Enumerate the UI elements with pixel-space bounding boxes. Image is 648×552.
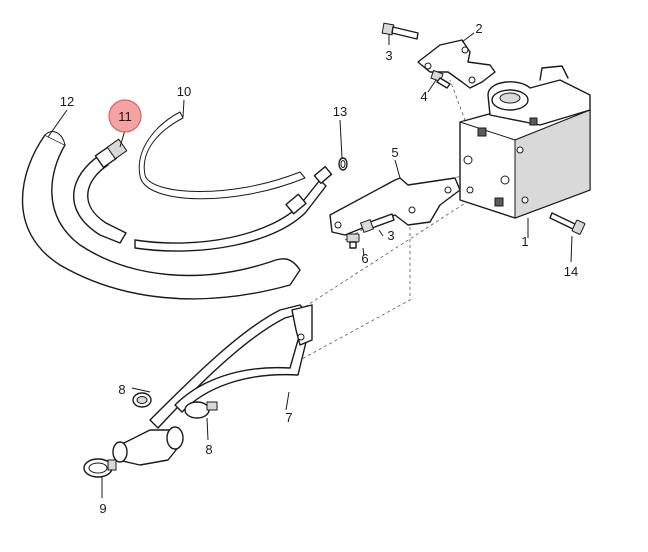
tube-part-10[interactable]	[138, 111, 306, 200]
callout-1[interactable]: 1	[521, 234, 528, 249]
highlight-circle	[108, 99, 142, 133]
hose-fitting	[94, 138, 128, 169]
upper-bracket-part-2[interactable]	[417, 39, 496, 89]
callout-13[interactable]: 13	[333, 104, 347, 119]
callout-4[interactable]: 4	[420, 89, 427, 104]
clamp-part-8-lower[interactable]	[184, 401, 218, 419]
callout-6[interactable]: 6	[361, 251, 368, 266]
large-hose-part-12[interactable]	[21, 131, 301, 300]
bolt-part-3-upper[interactable]	[381, 22, 419, 40]
callout-5[interactable]: 5	[391, 145, 398, 160]
small-hose-part-11[interactable]	[72, 138, 128, 244]
clamp-part-9[interactable]	[83, 458, 117, 478]
callout-3-lower[interactable]: 3	[387, 228, 394, 243]
bolt-part-6[interactable]	[346, 233, 360, 249]
callout-labels: 1 2 3 3 4 5 6 7 8 8 9 10 11 12 13 14	[60, 21, 578, 516]
callout-8-lower[interactable]: 8	[205, 442, 212, 457]
callout-2[interactable]: 2	[475, 21, 482, 36]
callout-9[interactable]: 9	[99, 501, 106, 516]
callout-14[interactable]: 14	[564, 264, 578, 279]
leader-lines	[47, 32, 573, 498]
pipe-part-7[interactable]	[112, 304, 313, 466]
bolt-part-4[interactable]	[430, 69, 451, 89]
callout-8-upper[interactable]: 8	[118, 382, 125, 397]
callout-12[interactable]: 12	[60, 94, 74, 109]
callout-11[interactable]: 11	[118, 109, 132, 124]
screw-part-14[interactable]	[549, 212, 586, 235]
callout-7[interactable]: 7	[285, 410, 292, 425]
callout-3-upper[interactable]: 3	[385, 48, 392, 63]
o-ring-part-13[interactable]	[338, 157, 348, 171]
bracket-part-5[interactable]	[329, 177, 461, 236]
bolt-part-3-lower[interactable]	[359, 213, 395, 234]
callout-10[interactable]: 10	[177, 84, 191, 99]
main-unit-part-1[interactable]	[459, 65, 591, 219]
clamp-part-8-upper[interactable]	[132, 392, 152, 408]
fuel-line[interactable]	[134, 165, 333, 252]
